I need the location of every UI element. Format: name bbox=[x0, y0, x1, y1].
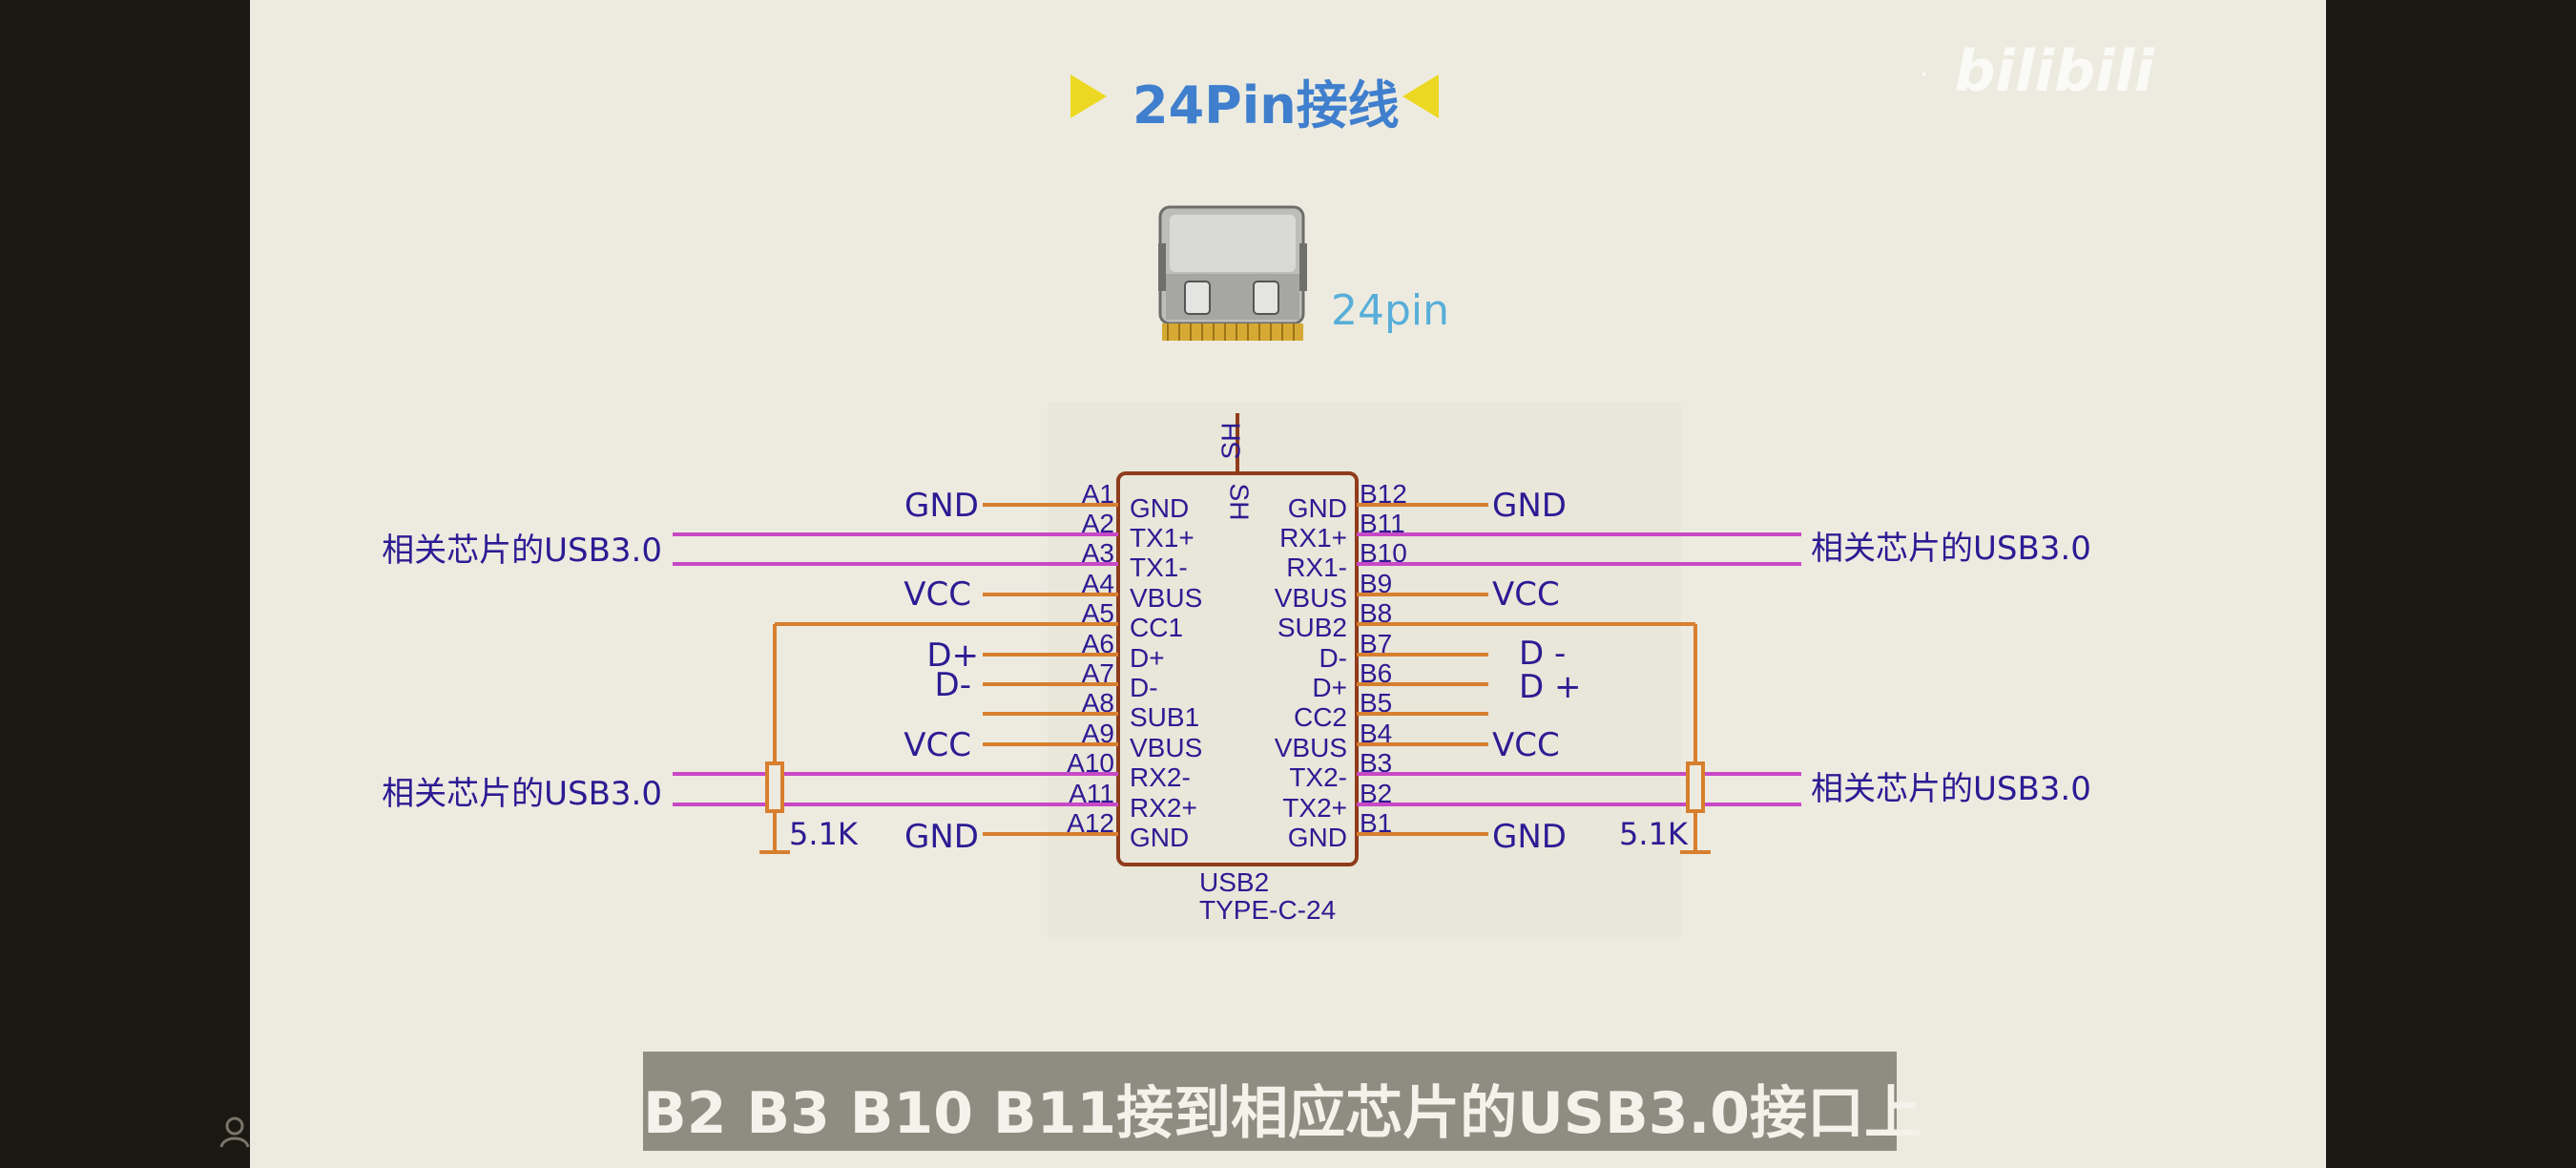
left-net-dminus: D- bbox=[935, 666, 971, 704]
watermark-prefix: · bbox=[1920, 57, 1929, 92]
right-pin-name-3: RX1- bbox=[1286, 553, 1347, 582]
slide-frame: 24Pin接线 · bilibili 24pin SH SH bbox=[250, 0, 2326, 1168]
right-net-gnd-top: GND bbox=[1492, 487, 1567, 525]
right-net-usb3-top: 相关芯片的USB3.0 bbox=[1811, 530, 2091, 568]
right-pin-name-11: TX2+ bbox=[1282, 793, 1347, 823]
shield-inner-label: SH bbox=[1225, 484, 1255, 521]
bilibili-watermark: · bilibili bbox=[1920, 38, 2154, 105]
usb-c-connector-photo bbox=[1158, 205, 1307, 341]
subtitle-caption: B2 B3 B10 B11接到相应芯片的USB3.0接口上 bbox=[643, 1052, 1922, 1151]
left-pin-name-11: RX2+ bbox=[1130, 793, 1197, 823]
left-net-usb3-bottom: 相关芯片的USB3.0 bbox=[382, 775, 662, 813]
shield-top-label: SH bbox=[1215, 423, 1245, 460]
left-resistor-value: 5.1K bbox=[789, 816, 859, 852]
triangle-right-marker-icon bbox=[1070, 74, 1107, 118]
person-outline-icon[interactable] bbox=[218, 1115, 252, 1149]
right-resistor bbox=[1686, 761, 1705, 813]
right-pin-name-8: CC2 bbox=[1294, 702, 1347, 732]
right-pin-name-10: TX2- bbox=[1289, 762, 1347, 792]
left-net-vcc-top: VCC bbox=[904, 575, 971, 614]
left-net-dplus: D+ bbox=[926, 636, 979, 675]
left-pin-name-12: GND bbox=[1130, 823, 1189, 852]
right-net-dminus: D - bbox=[1519, 635, 1566, 673]
right-pin-name-6: D- bbox=[1319, 643, 1347, 673]
right-resistor-value: 5.1K bbox=[1619, 816, 1689, 852]
left-pin-name-10: RX2- bbox=[1130, 762, 1191, 792]
triangle-left-marker-icon bbox=[1402, 74, 1439, 118]
left-pin-name-3: TX1- bbox=[1130, 553, 1188, 582]
left-pin-name-5: CC1 bbox=[1130, 613, 1183, 642]
right-net-gnd-bottom: GND bbox=[1492, 818, 1567, 856]
title-row: 24Pin接线 bbox=[250, 59, 2326, 136]
right-pin-name-5: SUB2 bbox=[1278, 613, 1347, 642]
left-resistor bbox=[765, 761, 784, 813]
right-pin-name-4: VBUS bbox=[1275, 583, 1347, 613]
left-pin-name-4: VBUS bbox=[1130, 583, 1202, 613]
right-net-vcc-top: VCC bbox=[1492, 575, 1560, 614]
watermark-brand: bilibili bbox=[1954, 38, 2154, 105]
left-pin-name-2: TX1+ bbox=[1130, 523, 1195, 553]
left-net-vcc-bottom: VCC bbox=[904, 726, 971, 764]
left-net-usb3-top: 相关芯片的USB3.0 bbox=[382, 532, 662, 570]
page-title: 24Pin接线 bbox=[1132, 75, 1400, 136]
right-pin-name-9: VBUS bbox=[1275, 733, 1347, 762]
right-net-usb3-bottom: 相关芯片的USB3.0 bbox=[1811, 770, 2091, 808]
right-pin-name-1: GND bbox=[1288, 493, 1347, 523]
chip-part-number: TYPE-C-24 bbox=[1199, 895, 1336, 925]
left-pin-name-9: VBUS bbox=[1130, 733, 1202, 762]
right-pin-name-7: D+ bbox=[1312, 673, 1347, 702]
right-net-dplus: D + bbox=[1519, 668, 1581, 706]
connector-label: 24pin bbox=[1331, 286, 1450, 335]
left-pin-name-1: GND bbox=[1130, 493, 1189, 523]
chip-designator: USB2 bbox=[1199, 867, 1269, 897]
right-pin-name-2: RX1+ bbox=[1279, 523, 1347, 553]
left-pin-name-8: SUB1 bbox=[1130, 702, 1199, 732]
subtitle-text: B2 B3 B10 B11接到相应芯片的USB3.0接口上 bbox=[643, 1080, 1922, 1147]
right-pin-name-12: GND bbox=[1288, 823, 1347, 852]
left-pin-name-6: D+ bbox=[1130, 643, 1165, 673]
left-net-gnd-top: GND bbox=[904, 487, 979, 525]
left-pin-name-7: D- bbox=[1130, 673, 1158, 702]
right-net-vcc-bottom: VCC bbox=[1492, 726, 1560, 764]
left-net-gnd-bottom: GND bbox=[904, 818, 979, 856]
usb-chip-body bbox=[1116, 471, 1359, 866]
usb-type-c-24pin-schematic: SH SH USB2 TYPE-C-24 GND TX1+ TX1- VBUS … bbox=[382, 403, 2091, 937]
